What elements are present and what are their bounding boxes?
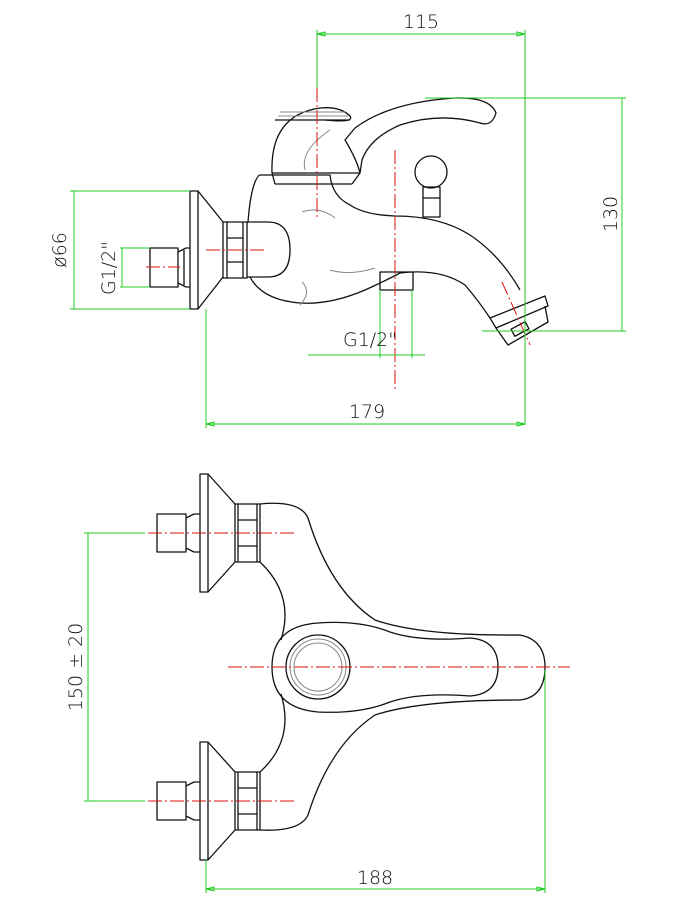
dim-diameter-66-label: ø66 [49, 232, 71, 268]
dim-130-label: 130 [600, 196, 622, 232]
top-centerlines [148, 532, 570, 802]
dim-179-label: 179 [349, 401, 385, 423]
side-centerlines [146, 88, 531, 390]
dim-115-label: 115 [403, 11, 439, 33]
dim-150-label: 150 ± 20 [65, 623, 87, 711]
dim-inlet-thread-label: G1/2" [98, 241, 120, 295]
side-view: 115 130 ø66 G1/2" G1/2" 179 [49, 11, 626, 428]
dim-outlet-thread-label: G1/2" [343, 329, 397, 351]
side-dimensions: 115 130 ø66 G1/2" G1/2" 179 [49, 11, 626, 428]
dim-188-label: 188 [357, 867, 393, 889]
top-view: 150 ± 20 188 [65, 473, 570, 893]
faucet-side-outline [149, 97, 549, 346]
top-dimensions: 150 ± 20 188 [65, 532, 546, 893]
